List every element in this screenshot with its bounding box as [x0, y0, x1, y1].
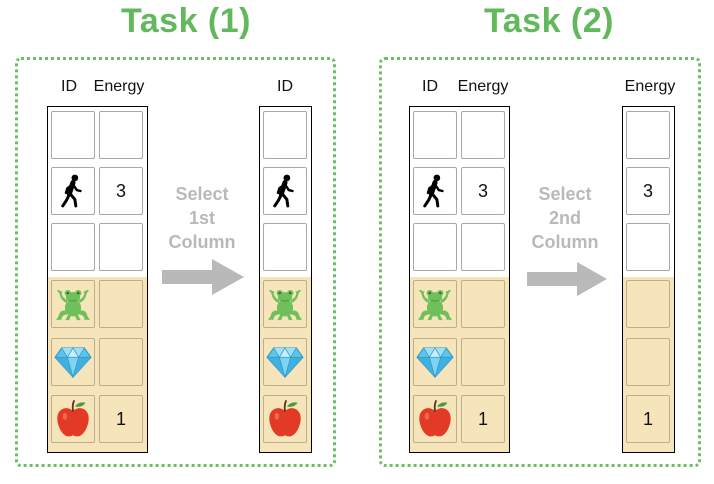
id-cell-walker	[413, 167, 457, 215]
frog-icon	[54, 285, 92, 323]
energy-cell	[626, 111, 670, 159]
id-cell-empty	[413, 111, 457, 159]
energy-cell	[99, 223, 143, 271]
task-1-frame	[15, 57, 336, 467]
walking-person-icon	[271, 174, 299, 208]
apple-icon	[55, 400, 91, 438]
energy-cell	[99, 280, 143, 328]
frog-icon	[416, 285, 454, 323]
right-arrow-icon	[162, 259, 244, 295]
task-1-result-table	[259, 106, 312, 453]
id-cell-walker	[263, 167, 307, 215]
task-2-result-table: 3 1	[622, 106, 675, 453]
task-2-result-header: Energy	[624, 78, 676, 95]
id-cell-empty	[51, 223, 95, 271]
id-cell-empty	[263, 111, 307, 159]
id-cell-apple	[51, 395, 95, 443]
id-cell-empty	[51, 111, 95, 159]
apple-icon	[417, 400, 453, 438]
id-cell-diamond	[51, 338, 95, 386]
energy-cell	[461, 111, 505, 159]
task-1-energy-header: Energy	[93, 78, 145, 95]
arrow-label-line: Select	[538, 184, 592, 204]
arrow-label-line: 2nd	[548, 208, 581, 228]
task-2-source-table: 3 1	[409, 106, 510, 453]
frog-icon	[266, 285, 304, 323]
id-cell-apple	[413, 395, 457, 443]
walking-person-icon	[421, 174, 449, 208]
id-cell-empty	[263, 223, 307, 271]
task-2-id-header: ID	[422, 78, 438, 95]
task-2-frame	[379, 57, 701, 467]
energy-cell: 1	[461, 395, 505, 443]
energy-cell: 3	[99, 167, 143, 215]
arrow-label-line: 1st	[188, 208, 215, 228]
task-1-id-header: ID	[61, 78, 77, 95]
task-2-energy-header: Energy	[457, 78, 509, 95]
walking-person-icon	[59, 174, 87, 208]
task-1-title: Task (1)	[121, 2, 251, 40]
diamond-icon	[266, 346, 304, 378]
task-2-title: Task (2)	[484, 2, 614, 40]
apple-icon	[267, 400, 303, 438]
id-cell-frog	[413, 280, 457, 328]
energy-cell	[461, 338, 505, 386]
energy-cell	[626, 223, 670, 271]
energy-cell	[461, 223, 505, 271]
task-1-source-table: 3 1	[47, 106, 148, 453]
task-1-arrow-label: Select 1st Column	[157, 182, 247, 254]
right-arrow-icon	[527, 262, 607, 296]
id-cell-empty	[413, 223, 457, 271]
id-cell-diamond	[413, 338, 457, 386]
id-cell-walker	[51, 167, 95, 215]
id-cell-frog	[51, 280, 95, 328]
energy-cell	[99, 338, 143, 386]
diamond-icon	[416, 346, 454, 378]
energy-cell	[626, 280, 670, 328]
id-cell-apple	[263, 395, 307, 443]
energy-cell	[99, 111, 143, 159]
arrow-label-line: Select	[175, 184, 229, 204]
id-cell-frog	[263, 280, 307, 328]
diamond-icon	[54, 346, 92, 378]
arrow-label-line: Column	[168, 232, 236, 252]
task-1-result-header: ID	[277, 78, 293, 95]
energy-cell: 1	[99, 395, 143, 443]
energy-cell	[461, 280, 505, 328]
id-cell-diamond	[263, 338, 307, 386]
energy-cell	[626, 338, 670, 386]
energy-cell: 3	[626, 167, 670, 215]
task-2-arrow-label: Select 2nd Column	[520, 182, 610, 254]
energy-cell: 1	[626, 395, 670, 443]
arrow-label-line: Column	[531, 232, 599, 252]
energy-cell: 3	[461, 167, 505, 215]
